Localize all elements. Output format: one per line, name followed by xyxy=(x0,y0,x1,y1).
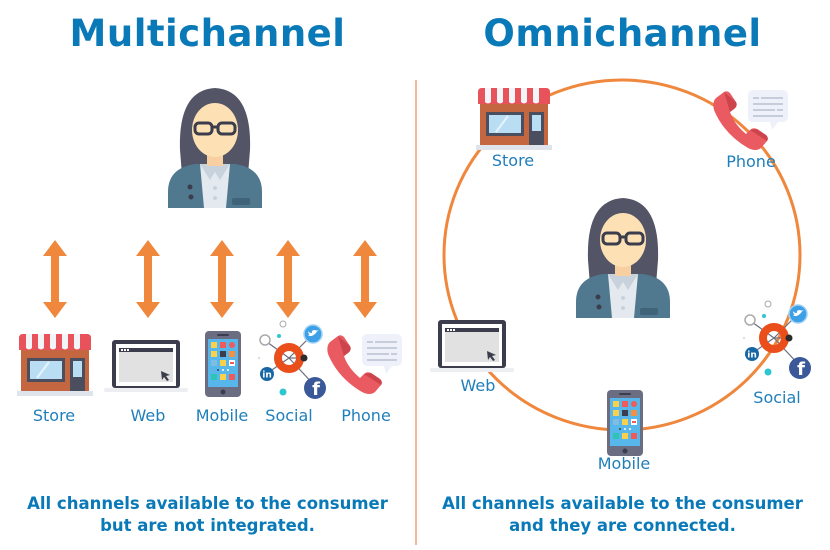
channel-label-store: Store xyxy=(491,151,535,170)
channel-label-web: Web xyxy=(130,406,166,425)
multichannel-title: Multichannel xyxy=(69,12,346,55)
laptop-icon xyxy=(430,318,514,374)
channel-label-social: Social xyxy=(265,406,313,425)
store-icon xyxy=(476,88,552,150)
channel-label-phone: Phone xyxy=(341,406,391,425)
smartphone-icon xyxy=(607,390,643,456)
omnichannel-caption: All channels available to the consumer a… xyxy=(415,493,830,537)
omnichannel-title: Omnichannel xyxy=(483,12,762,55)
channel-label-social: Social xyxy=(753,388,801,407)
caption-line: and they are connected. xyxy=(509,516,736,535)
channel-label-mobile: Mobile xyxy=(597,454,651,473)
social-network-icon xyxy=(738,300,814,382)
channel-label-mobile: Mobile xyxy=(195,406,249,425)
phone-icon xyxy=(712,88,792,154)
channel-label-phone: Phone xyxy=(726,152,776,171)
multichannel-caption: All channels available to the consumer b… xyxy=(0,493,415,537)
omnichannel-consumer-avatar-icon xyxy=(568,190,678,320)
caption-line: All channels available to the consumer xyxy=(442,494,803,513)
channel-label-web: Web xyxy=(460,376,496,395)
caption-line: but are not integrated. xyxy=(100,516,315,535)
channel-label-store: Store xyxy=(32,406,76,425)
caption-line: All channels available to the consumer xyxy=(27,494,388,513)
section-divider xyxy=(415,80,417,545)
